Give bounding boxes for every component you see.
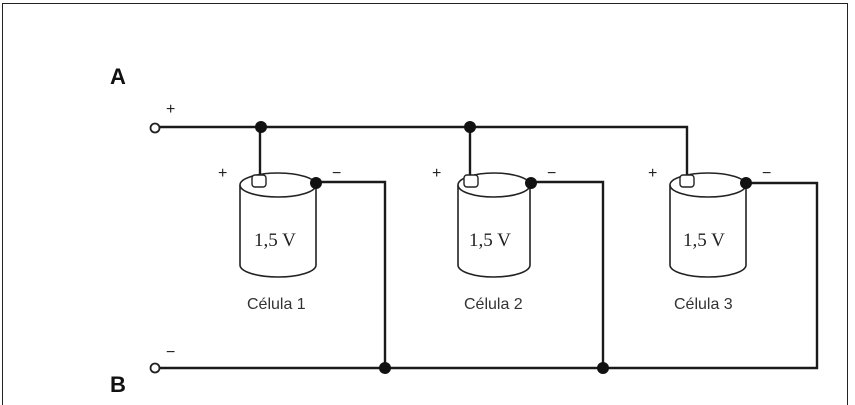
terminal-a-sign: + (166, 101, 175, 118)
terminal-a-node (149, 122, 161, 134)
cell-1-minus-sign: − (332, 165, 341, 182)
cell-2-negative-wire (531, 180, 605, 368)
junction-node (379, 362, 391, 374)
terminal-a-label: A (110, 64, 126, 89)
cell-1-voltage: 1,5 V (254, 230, 296, 251)
cell-3-plus-sign: + (648, 165, 657, 182)
cell-1-name: Célula 1 (247, 296, 306, 313)
terminal-b-label: B (110, 372, 126, 397)
cell-3-body (669, 185, 747, 278)
cell-1-plus-sign: + (218, 165, 227, 182)
junction-node (525, 177, 537, 189)
cell-2-body (457, 185, 531, 278)
junction-node (310, 177, 322, 189)
cell-3: + − 1,5 V Célula 3 (648, 165, 771, 313)
negative-rail-wire (160, 181, 819, 370)
cell-3-voltage: 1,5 V (683, 230, 725, 251)
cell-1: + − 1,5 V Célula 1 (218, 121, 391, 374)
cell-2-minus-sign: − (547, 165, 556, 182)
terminal-b-node (149, 362, 161, 374)
cell-2-positive-post (463, 174, 479, 188)
terminal-b-sign: − (166, 344, 175, 361)
cell-3-minus-sign: − (762, 165, 771, 182)
cell-3-name: Célula 3 (674, 296, 733, 313)
cell-2: + − 1,5 V Célula 2 (432, 121, 609, 374)
junction-node (464, 121, 476, 133)
cell-1-body (239, 185, 317, 278)
cell-1-negative-wire (316, 180, 387, 368)
positive-rail-wire (160, 125, 689, 183)
junction-node (740, 177, 752, 189)
junction-node (597, 362, 609, 374)
diagram-frame (2, 3, 848, 405)
junction-node (255, 121, 267, 133)
cell-2-plus-sign: + (432, 165, 441, 182)
cell-2-voltage: 1,5 V (469, 230, 511, 251)
cell-3-positive-post (679, 174, 695, 188)
cell-2-name: Célula 2 (464, 296, 523, 313)
cell-1-positive-post (251, 174, 267, 188)
